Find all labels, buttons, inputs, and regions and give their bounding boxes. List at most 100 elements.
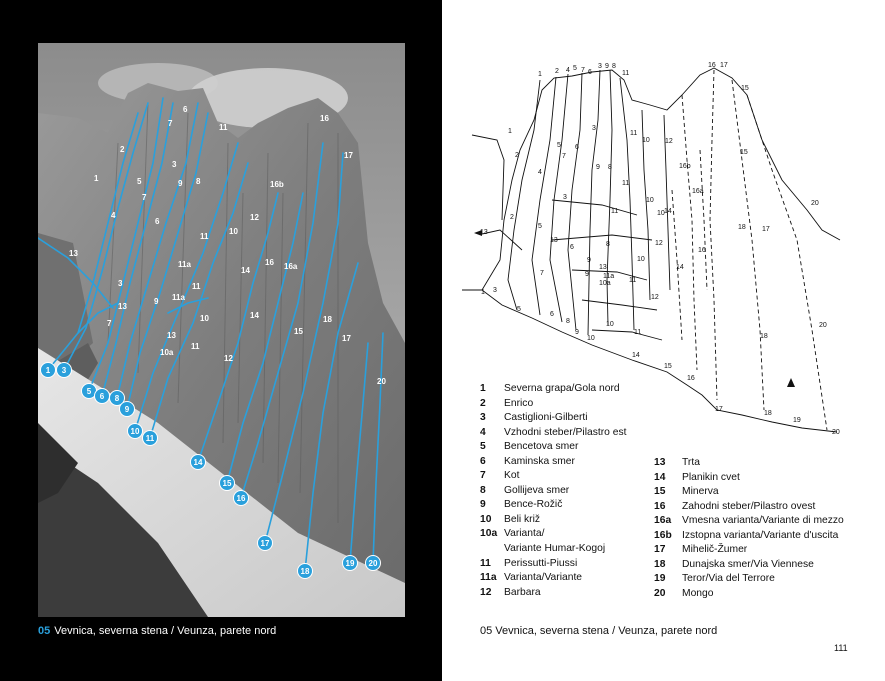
- route-badge: 18: [297, 563, 313, 579]
- route-badge-label: 15: [223, 479, 232, 488]
- topo-route-label: 20: [832, 429, 840, 436]
- photo-route-label: 13: [69, 249, 78, 258]
- topo-route-label: 18: [738, 224, 746, 231]
- route-badge-circle: [219, 475, 235, 491]
- topo-route-label: 14: [676, 264, 684, 271]
- legend-number: 8: [480, 484, 486, 496]
- caption-left-text: Vevnica, severna stena / Veunza, parete …: [54, 625, 277, 637]
- photo-route-label: 17: [344, 151, 353, 160]
- topo-route-label: 20: [811, 200, 819, 207]
- legend-route-name: Mihelič-Žumer: [682, 544, 748, 556]
- topo-route-label: 15: [740, 149, 748, 156]
- route-badge-label: 8: [115, 394, 120, 403]
- route-badge-label: 1: [46, 366, 51, 375]
- photo-route-label: 13: [118, 302, 127, 311]
- topo-route-label: 11: [630, 130, 637, 137]
- legend-number: 16b: [654, 529, 672, 541]
- photo-route-label: 3: [118, 279, 123, 288]
- photo-route-label: 18: [323, 315, 332, 324]
- legend-number: 2: [480, 397, 486, 409]
- legend-route-name: Mongo: [682, 587, 714, 599]
- topo-route-label: 6: [575, 144, 579, 151]
- topo-route-label: 11: [629, 277, 636, 284]
- legend-number: 14: [654, 471, 666, 483]
- route-badge-label: 17: [261, 539, 270, 548]
- topo-route-label: 16: [687, 375, 695, 382]
- route-badge-circle: [342, 555, 358, 571]
- topo-route-label: 1: [538, 71, 542, 78]
- topo-route-label: 19: [793, 417, 801, 424]
- route-badge-label: 18: [301, 567, 310, 576]
- topo-route-label: 13: [599, 264, 607, 271]
- photo-route-label: 13: [167, 331, 176, 340]
- route-badge: 6: [94, 388, 110, 404]
- topo-route-label: 8: [608, 164, 612, 171]
- topo-route-label: 9: [575, 329, 579, 336]
- legend-number: 16a: [654, 515, 672, 527]
- route-badge-circle: [297, 563, 313, 579]
- route-badge: 3: [56, 362, 72, 378]
- topo-route-label: 9: [587, 257, 591, 264]
- legend-route-name: Dunajska smer/Via Viennese: [682, 558, 814, 570]
- route-badge-label: 5: [87, 387, 92, 396]
- topo-route-label: 2: [510, 214, 514, 221]
- legend-number: 9: [480, 499, 486, 511]
- legend-route-name: Teror/Via del Terrore: [682, 573, 775, 585]
- topo-route-label: 7: [540, 270, 544, 277]
- topo-arrow-up: [787, 378, 795, 387]
- photo-route-label: 14: [241, 266, 250, 275]
- topo-route-label: 2: [555, 68, 559, 75]
- topo-route-label: 9: [585, 271, 589, 278]
- route-badge: 8: [109, 390, 125, 406]
- topo-route-label: 2: [515, 152, 519, 159]
- legend-route-name: Vmesna varianta/Variante di mezzo: [682, 515, 844, 527]
- photo-route-label: 11: [192, 282, 201, 291]
- legend-row: Variante Humar-Kogoj: [480, 542, 626, 557]
- route-badge: 11: [142, 430, 158, 446]
- legend-route-name: Izstopna varianta/Variante d'uscita: [682, 529, 839, 541]
- legend-route-name: Bencetova smer: [504, 441, 579, 453]
- legend-number: 1: [480, 383, 486, 394]
- topo-route-label: 3: [592, 125, 596, 132]
- topo-route-label: 17: [720, 62, 728, 69]
- topo-route-label: 4: [538, 169, 542, 176]
- topo-route-label: 16: [708, 62, 716, 69]
- legend-route-name: Severna grapa/Gola nord: [504, 383, 620, 394]
- legend-route-name: Enrico: [504, 397, 534, 409]
- photo-route-label: 11a: [172, 293, 185, 302]
- route-badge-circle: [119, 401, 135, 417]
- topo-route-label: 3: [598, 63, 602, 70]
- photo-route-label: 16: [265, 258, 274, 267]
- photo-route-label: 14: [250, 311, 259, 320]
- photo-route-label: 20: [377, 377, 386, 386]
- photo-route-label: 2: [120, 145, 125, 154]
- legend-number: 10a: [480, 528, 498, 540]
- legend-route-name: Trta: [682, 457, 700, 468]
- legend-number: 18: [654, 558, 666, 570]
- legend-route-name: Vzhodni steber/Pilastro est: [504, 426, 627, 438]
- legend-number: 5: [480, 441, 486, 453]
- photo-route-label: 10: [229, 227, 238, 236]
- topo-route-label: 10: [646, 197, 654, 204]
- legend-number: 17: [654, 544, 666, 556]
- route-badge: 9: [119, 401, 135, 417]
- route-badge-label: 19: [346, 559, 355, 568]
- legend-number: 11a: [480, 572, 497, 584]
- photo-route-label: 11: [200, 232, 209, 241]
- topo-route-label: 11: [634, 329, 641, 336]
- topo-route-label: 13: [480, 229, 488, 236]
- route-badge-label: 9: [125, 405, 130, 414]
- legend-route-name: Zahodni steber/Pilastro ovest: [682, 500, 816, 512]
- route-badge-label: 10: [131, 427, 140, 436]
- legend-number: 10: [480, 513, 492, 525]
